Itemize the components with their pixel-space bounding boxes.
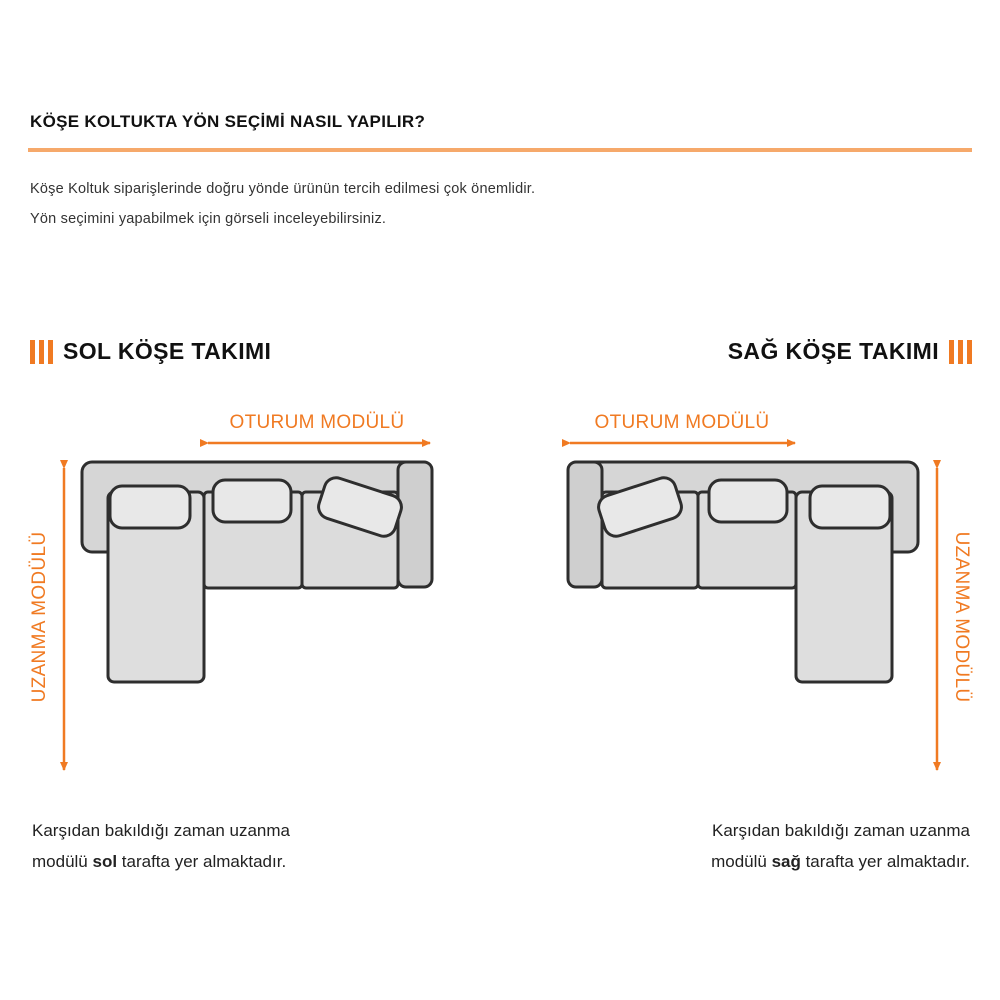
left-caption-line-1: Karşıdan bakıldığı zaman uzanma — [32, 821, 290, 840]
right-caption-line-2: modülü sağ tarafta yer almaktadır. — [711, 846, 970, 877]
pillow — [707, 478, 789, 524]
left-seat-module-label: OTURUM MODÜLÜ — [230, 412, 405, 433]
right-caption-line-1: Karşıdan bakıldığı zaman uzanma — [712, 821, 970, 840]
left-set-title: SOL KÖŞE TAKIMI — [63, 338, 272, 364]
intro-text-line-2: Yön seçimini yapabilmek için görseli inc… — [30, 211, 387, 227]
stripes-icon — [949, 339, 972, 364]
pillow — [808, 484, 892, 530]
caption-text: modülü — [711, 852, 772, 871]
right-set-title: SAĞ KÖŞE TAKIMI — [727, 338, 939, 364]
pillow — [597, 476, 683, 538]
left-set-heading: SOL KÖŞE TAKIMI — [30, 338, 271, 365]
right-set-caption: Karşıdan bakıldığı zaman uzanma modülü s… — [711, 815, 970, 877]
sofa-armrest — [566, 460, 604, 589]
page-title: KÖŞE KOLTUKTA YÖN SEÇİMİ NASIL YAPILIR? — [30, 112, 426, 131]
stripes-icon — [30, 339, 53, 364]
intro-text-line-1: Köşe Koltuk siparişlerinde doğru yönde ü… — [30, 181, 536, 197]
left-set-caption: Karşıdan bakıldığı zaman uzanma modülü s… — [32, 815, 290, 877]
left-caption-line-2: modülü sol tarafta yer almaktadır. — [32, 846, 290, 877]
right-extension-module-label: UZANMA MODÜLÜ — [951, 532, 972, 703]
title-divider — [28, 148, 972, 152]
left-corner-sofa-diagram: OTURUM MODÜLÜ UZANMA MODÜLÜ — [29, 412, 434, 771]
caption-text: tarafta yer almaktadır. — [800, 852, 970, 871]
pillow — [211, 478, 293, 524]
pillow — [317, 476, 403, 538]
caption-text: modülü — [32, 852, 93, 871]
left-extension-module-label: UZANMA MODÜLÜ — [29, 532, 50, 703]
caption-direction-word: sol — [92, 852, 118, 871]
pillow — [108, 484, 192, 530]
right-corner-sofa-diagram: OTURUM MODÜLÜ UZANMA MODÜLÜ — [562, 412, 972, 771]
right-set-heading: SAĞ KÖŞE TAKIMI — [728, 338, 972, 365]
right-seat-module-label: OTURUM MODÜLÜ — [595, 412, 770, 433]
caption-text: tarafta yer almaktadır. — [117, 852, 287, 871]
sofa-armrest — [396, 460, 434, 589]
caption-direction-word: sağ — [771, 852, 801, 871]
